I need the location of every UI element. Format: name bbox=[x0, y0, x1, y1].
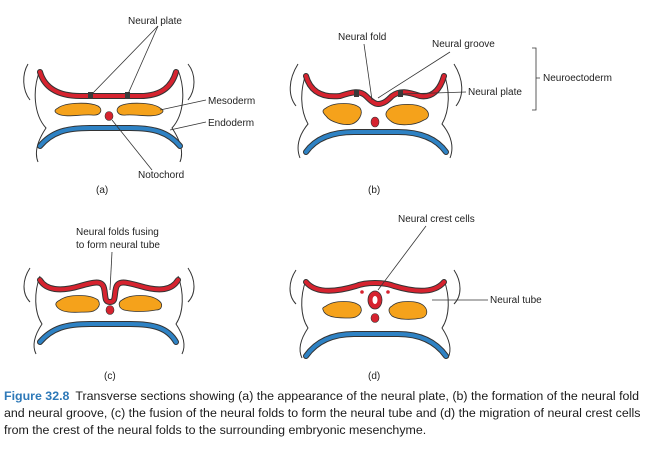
panel-letter-d: (d) bbox=[368, 371, 380, 382]
embryo-outline-left-b bbox=[289, 63, 299, 107]
embryo-outline-inner-left-b bbox=[297, 73, 309, 159]
embryo-outline-inner-right-c bbox=[187, 267, 195, 303]
label-neural-crest-cells-d: Neural crest cells bbox=[398, 214, 475, 225]
leader-neural-plate-a bbox=[91, 25, 159, 95]
panel-letter-b: (b) bbox=[368, 185, 380, 196]
caption-text: Transverse sections showing (a) the appe… bbox=[4, 389, 641, 437]
neural-crest-cell-right bbox=[386, 290, 390, 294]
mesoderm-right-b bbox=[385, 104, 429, 126]
mesoderm-left bbox=[54, 102, 102, 117]
neural-tube-lumen bbox=[372, 296, 378, 304]
leader-neural-crest-cells-d bbox=[377, 225, 427, 291]
label-neural-plate-b: Neural plate bbox=[468, 87, 522, 98]
mesoderm-left-b bbox=[322, 103, 362, 125]
notochord bbox=[104, 111, 114, 121]
label-neural-plate-a: Neural plate bbox=[128, 16, 182, 27]
leader-neural-plate-a2 bbox=[127, 25, 159, 95]
neural-plate-marker-right bbox=[125, 92, 130, 99]
ectoderm-layer-b bbox=[303, 73, 447, 108]
panel-letter-a: (a) bbox=[96, 185, 108, 196]
notochord-b bbox=[370, 116, 380, 128]
embryo-outline-inner-right-d bbox=[453, 269, 461, 305]
label-mesoderm-a: Mesoderm bbox=[208, 96, 255, 107]
mesoderm-right-d bbox=[388, 301, 428, 320]
panel-c: Neural folds fusing to form neural tube … bbox=[23, 227, 195, 382]
embryo-outline-inner-right bbox=[187, 63, 195, 101]
panel-b: Neural fold Neural groove Neural plate N… bbox=[289, 32, 612, 196]
embryo-outline-inner-left-d bbox=[299, 279, 309, 359]
panel-a: Neural plate Mesoderm Endoderm Notochord… bbox=[23, 16, 255, 196]
label-fusing-line1-c: Neural folds fusing bbox=[76, 227, 159, 238]
embryo-outline-right-c bbox=[175, 275, 185, 355]
embryo-outline-right-d bbox=[441, 279, 451, 359]
embryo-outline-left-c bbox=[23, 267, 31, 303]
neural-plate-marker-left bbox=[88, 92, 93, 99]
neural-tube-diagram: Neural plate Mesoderm Endoderm Notochord… bbox=[23, 16, 612, 382]
mesoderm-left-d bbox=[322, 301, 362, 319]
embryo-outline-inner-right-b bbox=[453, 63, 463, 107]
figure-label: Figure 32.8 bbox=[4, 389, 70, 403]
panel-d: Neural crest cells Neural tube (d) bbox=[289, 214, 542, 382]
label-neural-fold-b: Neural fold bbox=[338, 32, 386, 43]
embryo-outline-left bbox=[34, 69, 47, 163]
mesoderm-left-c bbox=[55, 295, 100, 313]
leader-neural-groove-b bbox=[377, 51, 451, 99]
leader-neural-fold-b bbox=[363, 43, 373, 101]
leader-neural-folds-fusing-c bbox=[109, 251, 113, 291]
notochord-d bbox=[370, 313, 380, 323]
embryo-outline-right bbox=[171, 69, 184, 163]
embryo-outline-right-b bbox=[441, 73, 453, 159]
panel-letter-c: (c) bbox=[104, 371, 116, 382]
label-endoderm-a: Endoderm bbox=[208, 118, 254, 129]
neural-crest-cell-left bbox=[360, 290, 364, 294]
embryo-outline-left-d bbox=[289, 269, 297, 305]
neuroectoderm-bracket bbox=[532, 47, 540, 111]
embryo-outline-inner-left bbox=[23, 63, 31, 101]
mesoderm-right-c bbox=[118, 295, 162, 312]
label-neural-groove-b: Neural groove bbox=[432, 39, 495, 50]
label-neural-tube-d: Neural tube bbox=[490, 295, 542, 306]
label-notochord-a: Notochord bbox=[138, 170, 184, 181]
leader-endoderm-a bbox=[169, 121, 207, 131]
neural-fold-marker-right bbox=[398, 90, 403, 97]
leader-notochord-a bbox=[111, 119, 153, 171]
leader-neural-plate-b bbox=[401, 91, 467, 95]
label-fusing-line2-c: to form neural tube bbox=[76, 240, 160, 251]
leader-mesoderm-a bbox=[159, 99, 207, 111]
notochord-c bbox=[105, 305, 115, 315]
label-neuroectoderm-b: Neuroectoderm bbox=[543, 73, 612, 84]
mesoderm-right bbox=[116, 102, 164, 117]
neural-fold-marker-left bbox=[354, 90, 359, 97]
embryo-outline-inner-left-c bbox=[33, 275, 43, 355]
